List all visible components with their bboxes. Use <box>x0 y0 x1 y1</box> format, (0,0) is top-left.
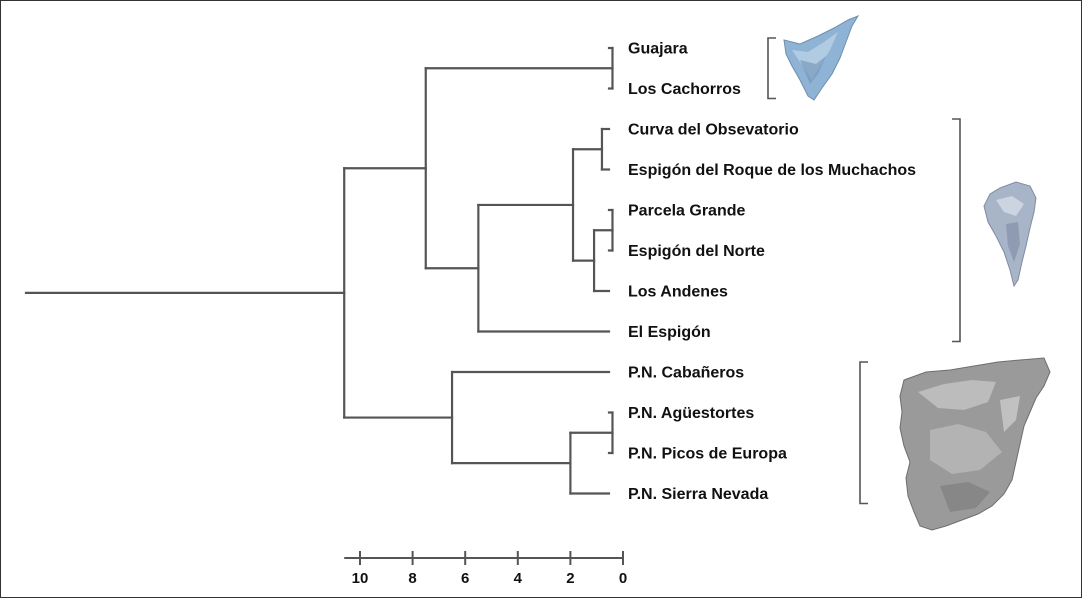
leaf-label: Espigón del Norte <box>628 243 765 260</box>
leaf-label: P.N. Agüestortes <box>628 405 754 422</box>
leaf-label: Los Cachorros <box>628 81 741 98</box>
leaf-label: P.N. Cabañeros <box>628 365 744 382</box>
tenerife-island-map <box>783 14 860 101</box>
dendrogram-branches <box>24 46 614 495</box>
scale-tick-label: 4 <box>514 570 523 587</box>
group-bracket <box>767 37 776 100</box>
distance-scale-axis: 10 8 6 4 2 0 <box>344 551 627 587</box>
leaf-label: Espigón del Roque de los Muchachos <box>628 162 916 179</box>
scale-tick-label: 10 <box>352 570 369 587</box>
scale-tick-label: 8 <box>408 570 416 587</box>
leaf-label: P.N. Sierra Nevada <box>628 486 768 503</box>
leaf-label: Guajara <box>628 41 688 58</box>
group-bracket <box>952 118 961 343</box>
leaf-label: P.N. Picos de Europa <box>628 446 787 463</box>
scale-tick-label: 2 <box>566 570 574 587</box>
scale-tick-label: 0 <box>619 570 627 587</box>
group-brackets <box>767 37 961 505</box>
group-bracket <box>859 361 868 505</box>
leaf-label: Curva del Obsevatorio <box>628 122 799 139</box>
la-palma-island-map <box>983 181 1037 288</box>
leaf-label: El Espigón <box>628 324 711 341</box>
iberian-peninsula-map <box>899 357 1051 531</box>
scale-tick-label: 6 <box>461 570 469 587</box>
group-maps <box>783 14 1051 531</box>
leaf-label: Parcela Grande <box>628 203 746 220</box>
leaf-label: Los Andenes <box>628 284 728 301</box>
